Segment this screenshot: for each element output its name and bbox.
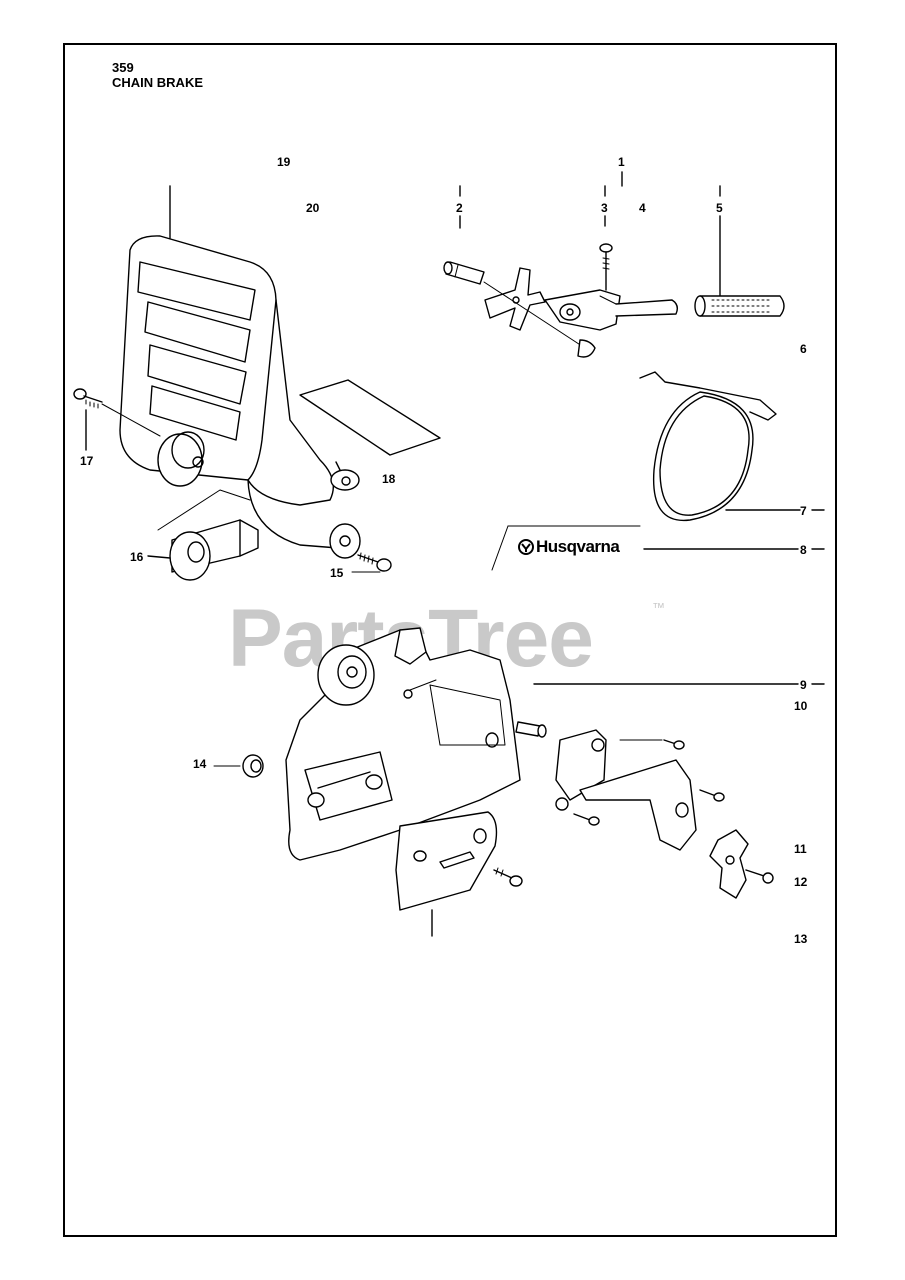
brake-lever-assembly [483,243,679,358]
diagram-frame [63,43,837,1237]
callout-18[interactable]: 18 [382,472,396,486]
nut-14 [213,754,264,778]
page-title: CHAIN BRAKE [112,75,203,90]
callout-1[interactable]: 1 [618,155,625,169]
decal-18 [299,379,441,456]
callout-19[interactable]: 19 [277,155,291,169]
knob-12 [709,829,774,899]
watermark-trademark: ™ [652,600,665,615]
clutch-cover-9 [285,627,825,861]
callout-3[interactable]: 3 [601,201,608,215]
grip-tube-5 [694,295,785,317]
callout-16[interactable]: 16 [130,550,144,564]
callout-2[interactable]: 2 [456,201,463,215]
bushing-2 [443,261,485,285]
screw-15 [351,552,392,573]
page-number: 359 [112,60,134,75]
brake-band-7 [639,371,825,522]
callout-9[interactable]: 9 [800,678,807,692]
callout-8[interactable]: 8 [800,543,807,557]
callout-7[interactable]: 7 [800,504,807,518]
screw-plate [493,867,523,887]
decal-8-outline [491,525,825,571]
callout-10[interactable]: 10 [794,699,808,713]
callout-15[interactable]: 15 [330,566,344,580]
callout-13[interactable]: 13 [794,932,808,946]
lever-16 [147,489,259,581]
callout-12[interactable]: 12 [794,875,808,889]
bracket-11 [555,729,725,851]
washer-18 [330,461,360,491]
diagram-header: 359 CHAIN BRAKE [112,60,203,90]
callout-14[interactable]: 14 [193,757,207,771]
callout-6[interactable]: 6 [800,342,807,356]
callout-11[interactable]: 11 [794,842,807,856]
callout-20[interactable]: 20 [306,201,320,215]
guide-plate-13 [395,811,498,937]
front-handguard [119,235,361,559]
husqvarna-brand-label: Husqvarna [536,537,620,556]
callout-5[interactable]: 5 [716,201,723,215]
husqvarna-crown-icon [518,539,534,555]
callout-17[interactable]: 17 [80,454,94,468]
callout-4[interactable]: 4 [639,201,646,215]
bolt-10 [515,721,547,738]
screw-17 [73,388,161,451]
